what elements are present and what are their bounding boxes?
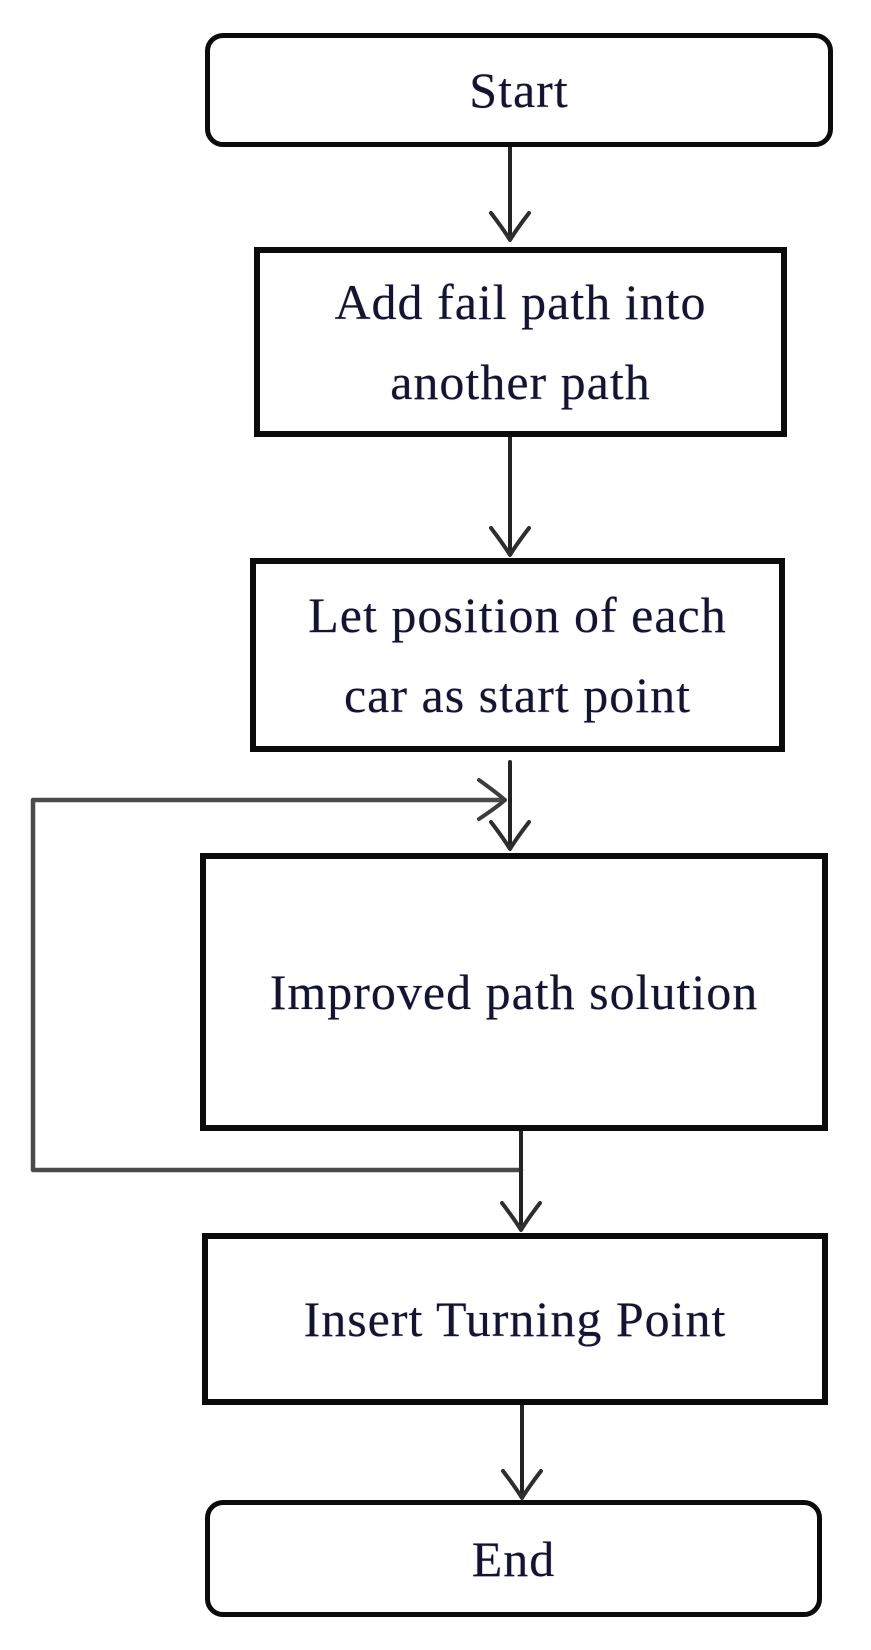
node-let-position: Let position of each car as start point xyxy=(250,558,785,752)
node-improved-path: Improved path solution xyxy=(200,853,828,1131)
node-add-fail-path-line1: Add fail path into xyxy=(334,274,707,330)
node-end-label: End xyxy=(471,1530,556,1587)
node-add-fail-path-line2: another path xyxy=(390,354,651,410)
node-let-position-line2: car as start point xyxy=(343,667,692,723)
arrowhead-down-3 xyxy=(489,820,531,851)
node-improved-path-label: Improved path solution xyxy=(269,964,759,1020)
node-start: Start xyxy=(205,33,833,147)
node-end: End xyxy=(205,1500,822,1617)
arrowhead-down-5 xyxy=(501,1469,543,1500)
arrowhead-down-1 xyxy=(489,211,531,242)
edge-loop-back xyxy=(30,797,524,1173)
node-insert-turning-point-label: Insert Turning Point xyxy=(303,1291,727,1347)
arrowhead-right-loop xyxy=(477,778,507,821)
arrowhead-down-2 xyxy=(489,526,531,557)
node-insert-turning-point: Insert Turning Point xyxy=(202,1233,828,1405)
node-let-position-line1: Let position of each xyxy=(308,587,727,643)
node-add-fail-path: Add fail path into another path xyxy=(254,247,787,437)
node-start-label: Start xyxy=(469,62,569,118)
arrowhead-down-4 xyxy=(500,1201,542,1232)
